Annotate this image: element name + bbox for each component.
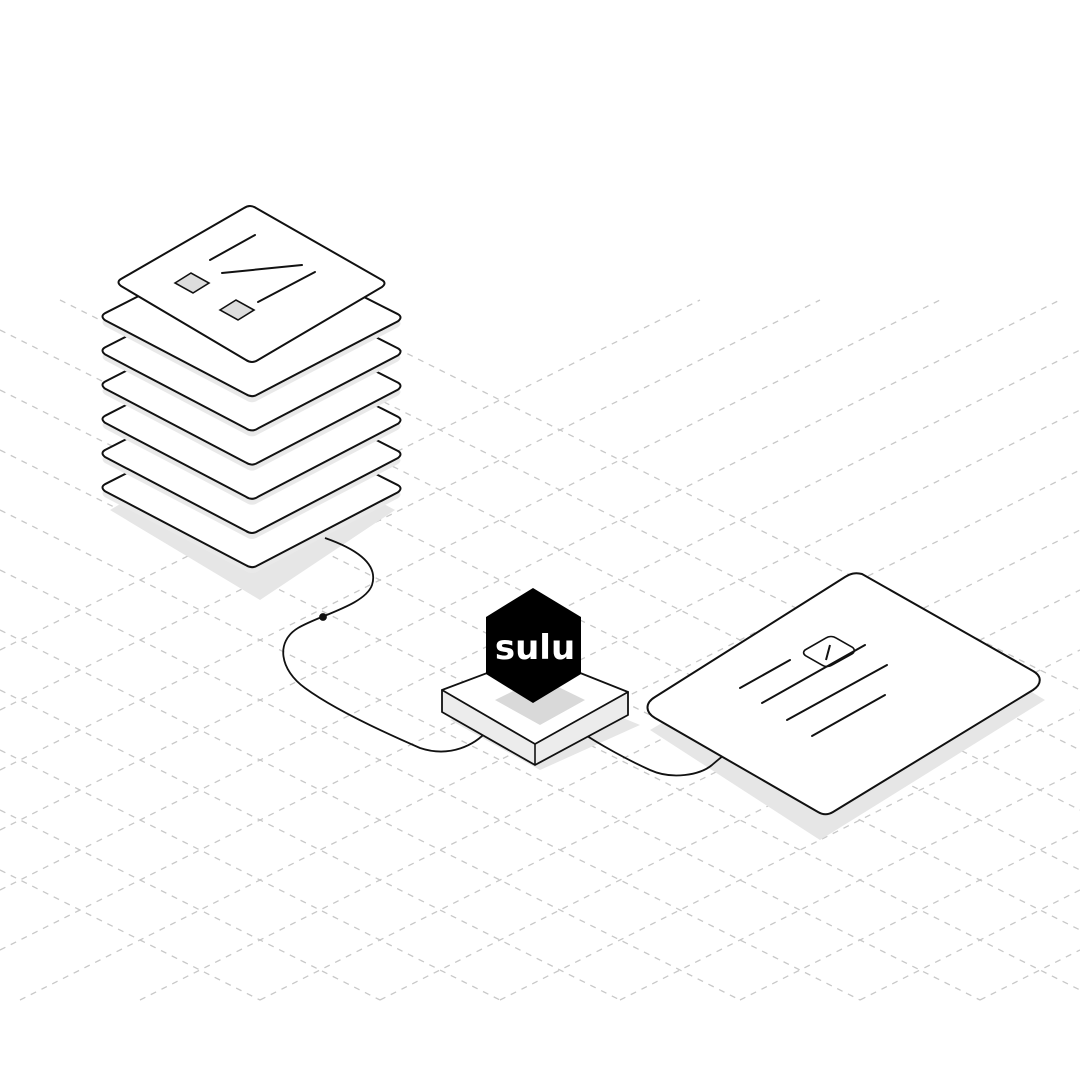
grid-line xyxy=(259,589,1080,1001)
grid-line xyxy=(0,629,741,1001)
document-stack xyxy=(101,205,402,574)
grid-line xyxy=(0,299,1061,831)
sheet-text-line xyxy=(257,271,316,303)
doc-line xyxy=(786,664,888,721)
sulu-hub: sulu xyxy=(441,588,629,766)
grid-line xyxy=(0,509,981,1001)
output-document-sheet xyxy=(646,572,1041,816)
grid-line xyxy=(0,299,821,711)
grid-line xyxy=(499,709,1080,1001)
grid-line xyxy=(0,569,861,1001)
cable-stack-to-hub xyxy=(282,537,489,753)
form-field-icon xyxy=(218,299,256,321)
sheet-text-line xyxy=(209,234,256,261)
output-document xyxy=(646,572,1041,816)
grid-line xyxy=(0,749,501,1001)
grid-line xyxy=(0,809,381,1001)
sheet-text-line xyxy=(221,264,303,274)
doc-line xyxy=(739,659,791,689)
grid-line xyxy=(0,299,701,651)
form-field-icon xyxy=(173,272,211,294)
text-cursor-bar xyxy=(825,644,831,661)
output-document-lines xyxy=(739,644,888,737)
grid-line xyxy=(0,689,621,1001)
grid-line xyxy=(979,949,1080,1001)
sulu-logo-hexagon xyxy=(486,588,581,703)
cable-joint xyxy=(319,613,327,621)
grid-line xyxy=(619,769,1080,1001)
sulu-logo-text: sulu xyxy=(495,628,575,668)
grid-line xyxy=(859,889,1080,1001)
doc-line xyxy=(761,644,866,704)
grid-line xyxy=(0,869,261,1001)
grid-line xyxy=(299,299,1080,691)
stack-top-sheet xyxy=(117,205,386,363)
doc-line xyxy=(811,694,886,737)
grid-line xyxy=(739,829,1080,1001)
